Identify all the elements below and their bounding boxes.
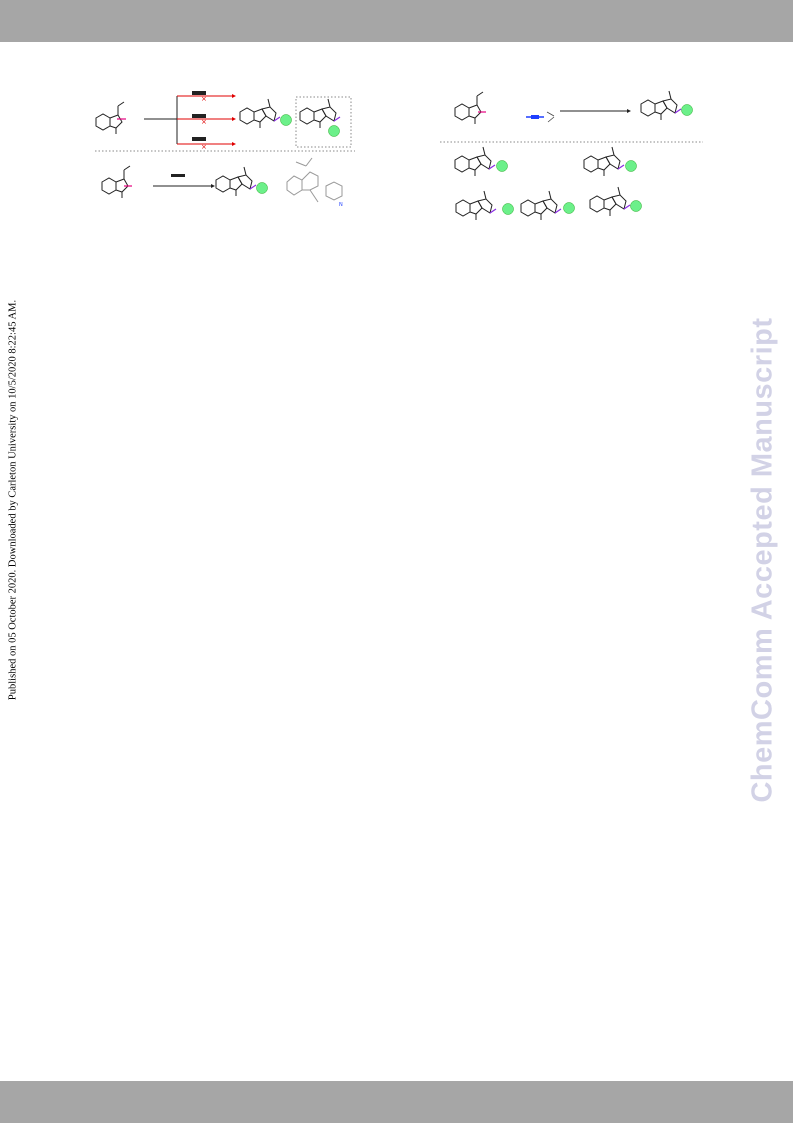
right-panel-products	[454, 146, 642, 221]
bottom-banner	[0, 1081, 793, 1123]
top-banner	[0, 0, 793, 42]
svg-text:×: ×	[201, 143, 207, 151]
svg-text:×: ×	[201, 95, 207, 103]
left-panel-top: × × ×	[95, 91, 355, 152]
right-panel-top	[440, 90, 703, 143]
left-panel-bottom: N	[101, 157, 343, 208]
svg-text:N: N	[339, 202, 343, 208]
svg-text:×: ×	[201, 118, 207, 126]
